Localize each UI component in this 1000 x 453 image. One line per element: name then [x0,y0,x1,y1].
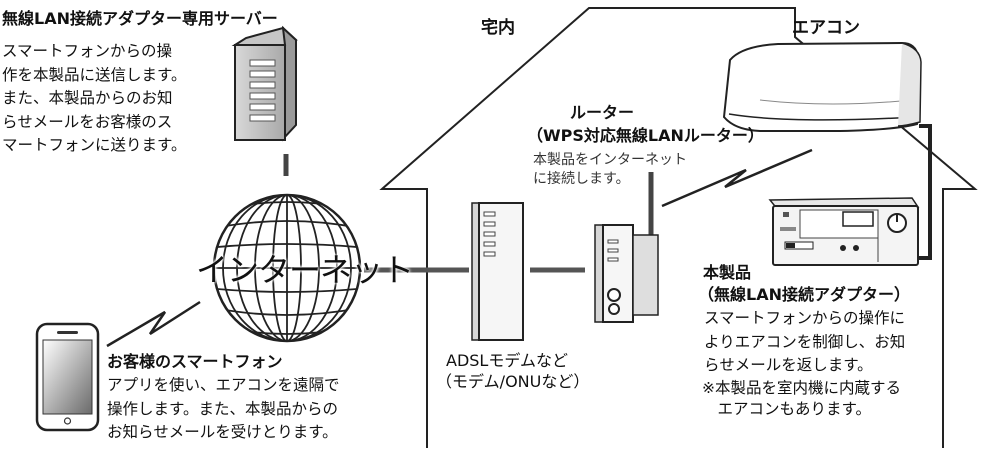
product-description: スマートフォンからの操作に よりエアコンを制御し、お知 らせメールを返します。 [704,309,906,374]
aircon-cable [918,124,932,260]
wireless-router-adapter [661,148,813,208]
product-title-2: （無線LAN接続アダプター） [698,285,910,304]
router-title-2: （WPS対応無線LANルーター） [527,126,764,145]
server-description: スマートフォンからの操 作を本製品に送信します。 また、本製品からのお知 らせメ… [2,42,187,154]
home-label: 宅内 [481,18,515,38]
modem-label-1: ADSLモデムなど [446,351,569,370]
router-description: 本製品をインターネット に接続します。 [533,152,687,187]
product-title-1: 本製品 [703,263,752,282]
smartphone-description: アプリを使い、エアコンを遠隔で 操作します。また、本製品からの お知らせメールを… [107,376,340,441]
house-outline [379,7,978,448]
internet-label: インターネット [196,251,414,289]
smartphone-icon [35,322,100,432]
wireless-internet-phone [106,300,201,348]
smartphone-title: お客様のスマートフォン [107,352,283,371]
router-title-1: ルーター [570,103,635,122]
server-title: 無線LAN接続アダプター専用サーバー [2,9,278,28]
air-conditioner-icon [722,41,922,132]
modem-label-2: （モデム/ONUなど） [436,372,590,391]
globe-icon [212,193,362,343]
wifi-adapter-icon [768,197,920,266]
server-icon [231,25,298,142]
router-icon [594,172,659,323]
modem-icon [471,202,524,341]
product-note: ※本製品を室内機に内蔵する エアコンもあります。 [702,379,901,418]
aircon-label: エアコン [792,18,860,38]
